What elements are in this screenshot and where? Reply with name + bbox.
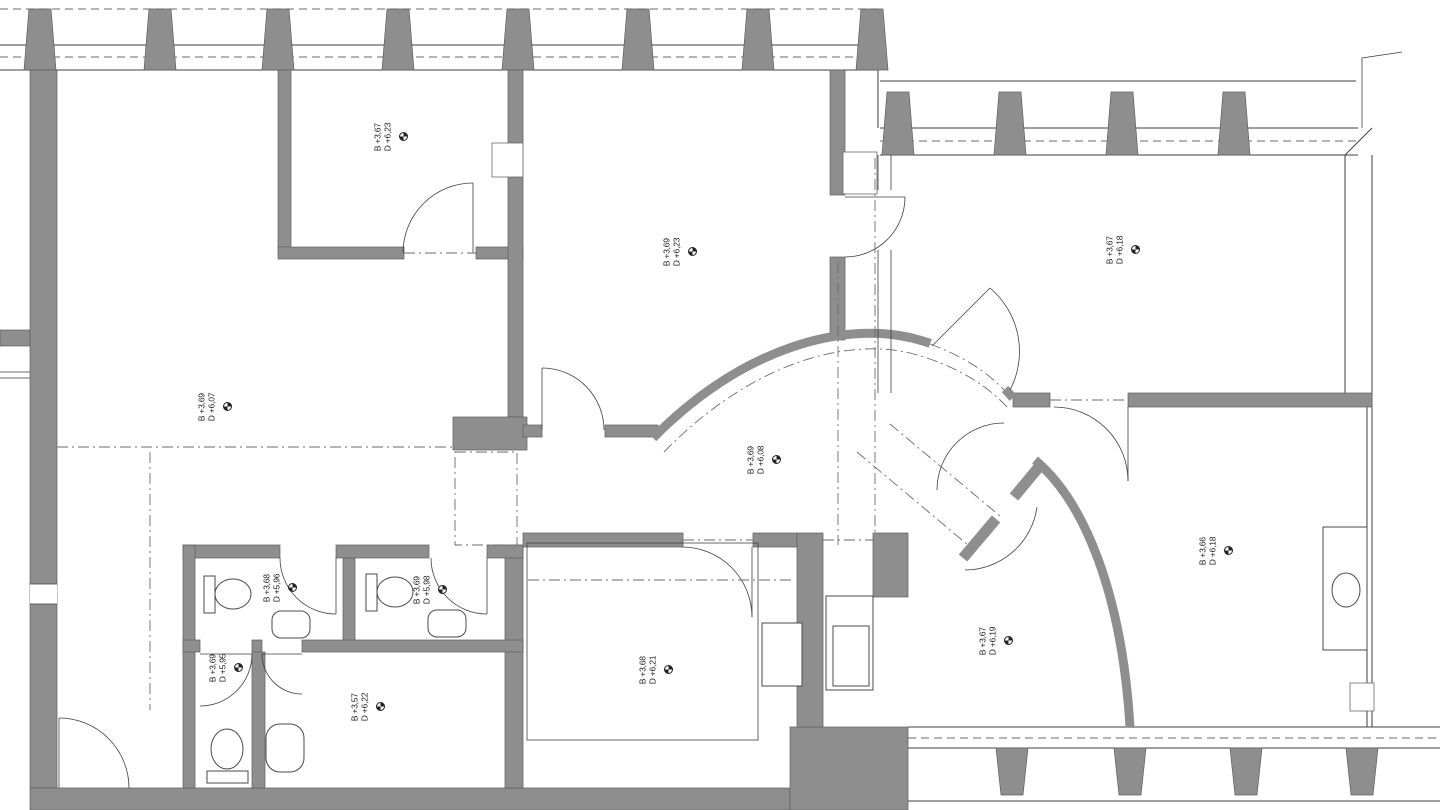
- wall-face-lines: [491, 142, 892, 741]
- level-d-value: D +5,95: [217, 653, 227, 683]
- level-marker-icon: [438, 585, 447, 594]
- level-d-value: D +6,18: [1207, 536, 1217, 566]
- sink-icon: [427, 609, 467, 638]
- fixtures: [203, 526, 1368, 784]
- exterior-wall-bottom: [29, 787, 791, 810]
- exterior-structure: [0, 8, 1440, 810]
- interior-walls: [182, 69, 1373, 789]
- level-marker-icon: [223, 402, 232, 411]
- level-d-value: D +6,19: [987, 626, 997, 656]
- level-marker-icon: [376, 702, 385, 711]
- sink-icon: [265, 723, 305, 773]
- wall-mass-bottom-center: [789, 726, 909, 810]
- level-d-value: D +5,96: [271, 573, 281, 603]
- facade-pillars-top-left: [23, 8, 889, 71]
- level-marker-icon: [664, 665, 673, 674]
- furniture-icon: [761, 622, 803, 687]
- ceiling-dash-lines: [57, 158, 1128, 710]
- door-swings: [58, 182, 1129, 789]
- shaft-outline: [454, 451, 518, 546]
- wall-niche-center: [842, 151, 878, 195]
- level-d-value: D +6,18: [1114, 235, 1124, 265]
- wardrobe-icon: [825, 595, 874, 691]
- level-marker-icon: [234, 663, 243, 672]
- level-marker-icon: [399, 132, 408, 141]
- level-marker-icon: [1131, 245, 1140, 254]
- level-marker-icon: [1004, 636, 1013, 645]
- facade-pillars-bottom: [995, 747, 1379, 796]
- level-marker-icon: [1224, 546, 1233, 555]
- washbasin-unit-icon: [1322, 526, 1368, 651]
- exterior-wall-left: [29, 69, 58, 789]
- level-d-value: D +6,22: [359, 692, 369, 722]
- level-d-value: D +6,07: [206, 392, 216, 422]
- level-marker-icon: [288, 583, 297, 592]
- toilet-icon: [365, 573, 414, 612]
- toilet-icon: [206, 728, 249, 784]
- curved-wall-bottom-right: [1032, 456, 1135, 728]
- level-d-value: D +6,23: [382, 122, 392, 152]
- wall-niche-top-left: [491, 142, 524, 178]
- facade-pillars-top-right: [881, 91, 1251, 156]
- sink-icon: [271, 610, 311, 639]
- level-marker-icon: [688, 247, 697, 256]
- level-d-value: D +5,98: [421, 575, 431, 605]
- toilet-icon: [203, 575, 252, 614]
- level-d-value: D +6,21: [647, 655, 657, 685]
- wall-niche-right: [1349, 682, 1375, 712]
- curved-wall-hall: [649, 328, 1017, 442]
- level-marker-icon: [772, 455, 781, 464]
- level-d-value: D +6,08: [755, 445, 765, 475]
- level-d-value: D +6,23: [671, 237, 681, 267]
